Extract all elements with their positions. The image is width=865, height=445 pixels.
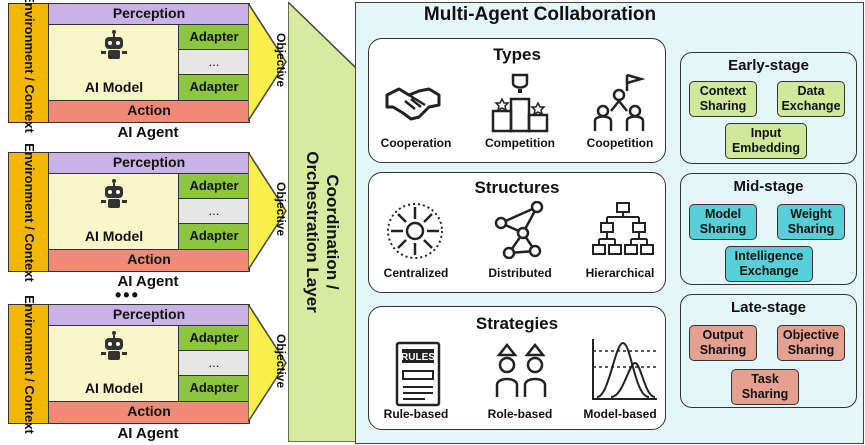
early-stage-box: Early-stage Context Sharing Data Exchang… <box>680 52 857 164</box>
action-block: Action <box>48 401 250 424</box>
handshake-icon <box>385 87 441 121</box>
adapter-ellipsis: ... <box>178 49 250 76</box>
structures-item-centralized: Centralized <box>383 266 449 280</box>
coordination-layer-shape <box>288 2 357 442</box>
types-item-coopetition: Coopetition <box>586 136 654 150</box>
objective-block: Objective <box>248 304 288 422</box>
ai-model-label: AI Model <box>84 380 144 396</box>
agent-label: AI Agent <box>117 425 179 442</box>
ai-agent-2: Environment / Context Perception AI Mode… <box>8 143 288 290</box>
rules-book-icon: RULES <box>395 341 441 407</box>
chip-data-exchange: Data Exchange <box>777 81 845 117</box>
ai-model-label: AI Model <box>84 79 144 95</box>
chip-input-embedding: Input Embedding <box>725 123 807 159</box>
ai-model-label: AI Model <box>84 228 144 244</box>
late-stage-title: Late-stage <box>730 299 807 316</box>
distributed-icon <box>494 201 544 259</box>
strategies-box: Strategies RULES Rule-based Role-based M… <box>368 306 666 430</box>
adapter-top: Adapter <box>178 173 250 200</box>
perception-block: Perception <box>48 152 250 175</box>
centralized-icon <box>387 203 443 259</box>
distribution-plot-icon <box>592 339 657 400</box>
strategies-item-model-based: Model-based <box>583 407 657 421</box>
adapter-bottom: Adapter <box>178 223 250 251</box>
coordination-layer-label: Coordination / Orchestration Layer <box>303 151 342 313</box>
ai-model-block: AI Model <box>48 24 180 102</box>
chip-output-sharing: Output Sharing <box>689 325 757 361</box>
chip-model-sharing: Model Sharing <box>689 204 757 240</box>
adapter-ellipsis: ... <box>178 350 250 377</box>
types-item-cooperation: Cooperation <box>380 136 452 150</box>
late-stage-box: Late-stage Output Sharing Objective Shar… <box>680 294 857 408</box>
types-item-competition: Competition <box>485 136 555 150</box>
main-title: Multi-Agent Collaboration <box>423 4 657 25</box>
ai-agent-1: Environment / Context Perception AI Mode… <box>8 0 288 141</box>
types-title: Types <box>493 45 541 64</box>
action-block: Action <box>48 100 250 123</box>
adapter-ellipsis: ... <box>178 198 250 225</box>
robot-icon <box>101 30 127 59</box>
chip-intelligence-exchange: Intelligence Exchange <box>725 246 813 282</box>
strategies-item-role-based: Role-based <box>487 407 553 421</box>
perception-block: Perception <box>48 304 250 327</box>
mid-stage-title: Mid-stage <box>733 178 804 195</box>
environment-block: Environment / Context <box>8 143 50 281</box>
strategies-title: Strategies <box>475 314 559 333</box>
chip-weight-sharing: Weight Sharing <box>777 204 845 240</box>
chip-objective-sharing: Objective Sharing <box>777 325 845 361</box>
coopetition-icon <box>593 73 646 131</box>
environment-block: Environment / Context <box>8 295 50 433</box>
adapter-top: Adapter <box>178 325 250 352</box>
mid-stage-box: Mid-stage Model Sharing Weight Sharing I… <box>680 173 857 285</box>
structures-box: Structures Centralized Distributed Hiera… <box>368 172 666 293</box>
hierarchical-icon <box>592 202 654 255</box>
ai-model-block: AI Model <box>48 173 180 251</box>
action-block: Action <box>48 249 250 272</box>
environment-block: Environment / Context <box>8 0 50 132</box>
chip-context-sharing: Context Sharing <box>689 81 757 117</box>
ai-agent-3: Environment / Context Perception AI Mode… <box>8 295 288 442</box>
objective-block: Objective <box>248 3 288 121</box>
podium-trophy-icon <box>491 73 549 133</box>
agents-ellipsis: ••• <box>115 285 140 305</box>
structures-item-hierarchical: Hierarchical <box>585 266 655 280</box>
role-figures-icon <box>495 343 547 397</box>
objective-block: Objective <box>248 152 288 270</box>
chip-task-sharing: Task Sharing <box>731 369 799 405</box>
structures-item-distributed: Distributed <box>488 266 552 280</box>
rules-label: RULES <box>401 352 435 363</box>
agent-label: AI Agent <box>117 273 179 290</box>
types-box: Types Cooperation Competition Coopetitio… <box>368 38 666 163</box>
robot-icon <box>101 331 127 360</box>
agent-label: AI Agent <box>117 124 179 141</box>
robot-icon <box>101 179 127 208</box>
early-stage-title: Early-stage <box>728 57 809 74</box>
structures-title: Structures <box>474 178 560 197</box>
adapter-bottom: Adapter <box>178 74 250 102</box>
ai-model-block: AI Model <box>48 325 180 403</box>
adapter-bottom: Adapter <box>178 375 250 403</box>
strategies-item-rule-based: Rule-based <box>383 407 449 421</box>
perception-block: Perception <box>48 3 250 26</box>
adapter-top: Adapter <box>178 24 250 51</box>
